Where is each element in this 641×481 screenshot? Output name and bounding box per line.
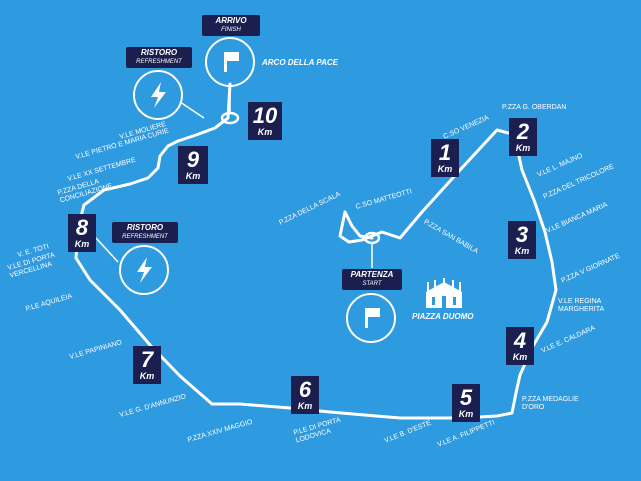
street-label: V.LE REGINA MARGHERITA	[558, 298, 605, 314]
refreshment-connector-1	[179, 101, 205, 119]
lightning-icon	[137, 257, 152, 283]
refreshment-title-1: RISTORO	[140, 48, 178, 57]
start-title: PARTENZA	[350, 270, 394, 279]
finish-circle	[205, 37, 255, 87]
street-label: P.ZZA G. OBERDAN	[502, 104, 567, 111]
refreshment-circle-1	[133, 70, 183, 120]
refreshment-subtitle-1: REFRESHMENT	[136, 59, 182, 65]
lightning-icon	[151, 82, 166, 108]
finish-title: ARRIVO	[215, 16, 247, 25]
start-subtitle: START	[362, 281, 382, 287]
start-tag: PARTENZA START	[342, 269, 402, 290]
race-route-line	[74, 82, 558, 420]
refreshment-connector-2	[95, 237, 119, 263]
refreshment-tag-2: RISTORO REFRESHMENT	[112, 222, 178, 243]
cathedral-icon	[426, 278, 462, 308]
finish-point	[220, 111, 240, 125]
landmark-name: PIAZZA DUOMO	[412, 312, 474, 321]
refreshment-subtitle-2: REFRESHMENT	[122, 234, 168, 240]
street-label: P.ZZA MEDAGLIE D'ORO	[522, 396, 579, 412]
refreshment-circle-2	[119, 245, 169, 295]
finish-tag: ARRIVO FINISH	[202, 15, 260, 36]
flag-icon	[365, 308, 380, 328]
finish-subtitle: FINISH	[221, 27, 241, 33]
refreshment-tag-1: RISTORO REFRESHMENT	[126, 47, 192, 68]
refreshment-title-2: RISTORO	[126, 223, 164, 232]
start-circle	[346, 293, 396, 343]
flag-icon	[224, 52, 239, 72]
finish-place: ARCO DELLA PACE	[262, 58, 338, 67]
